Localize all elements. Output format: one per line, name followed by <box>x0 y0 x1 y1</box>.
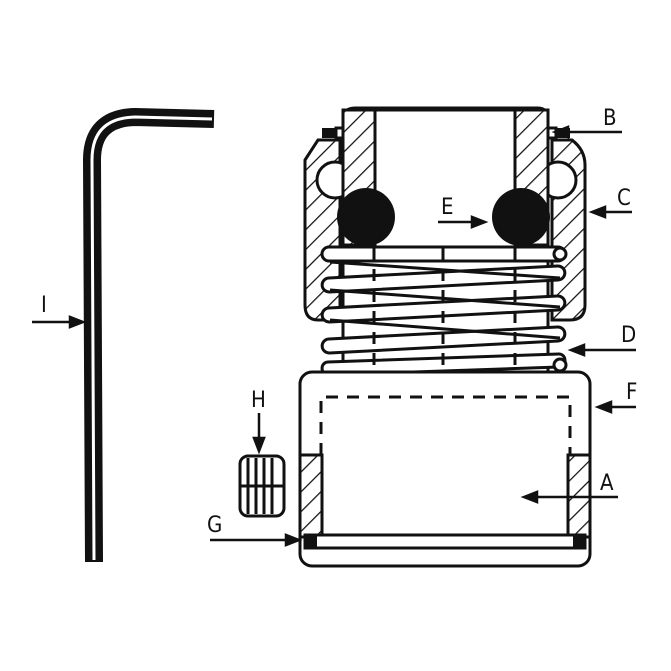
label-g: G <box>207 513 222 538</box>
ball-left <box>337 188 395 246</box>
leader-arrows <box>32 125 636 547</box>
label-f: F <box>626 380 637 405</box>
label-i: I <box>41 293 47 318</box>
label-d: D <box>621 323 636 348</box>
ball-right <box>492 188 550 246</box>
lower-cup <box>298 370 592 568</box>
label-a: A <box>600 471 614 496</box>
label-b: B <box>603 106 617 131</box>
set-screw <box>238 454 286 518</box>
label-h: H <box>251 388 266 413</box>
label-c: C <box>617 186 631 211</box>
hex-key <box>83 108 215 563</box>
label-e: E <box>441 195 454 220</box>
